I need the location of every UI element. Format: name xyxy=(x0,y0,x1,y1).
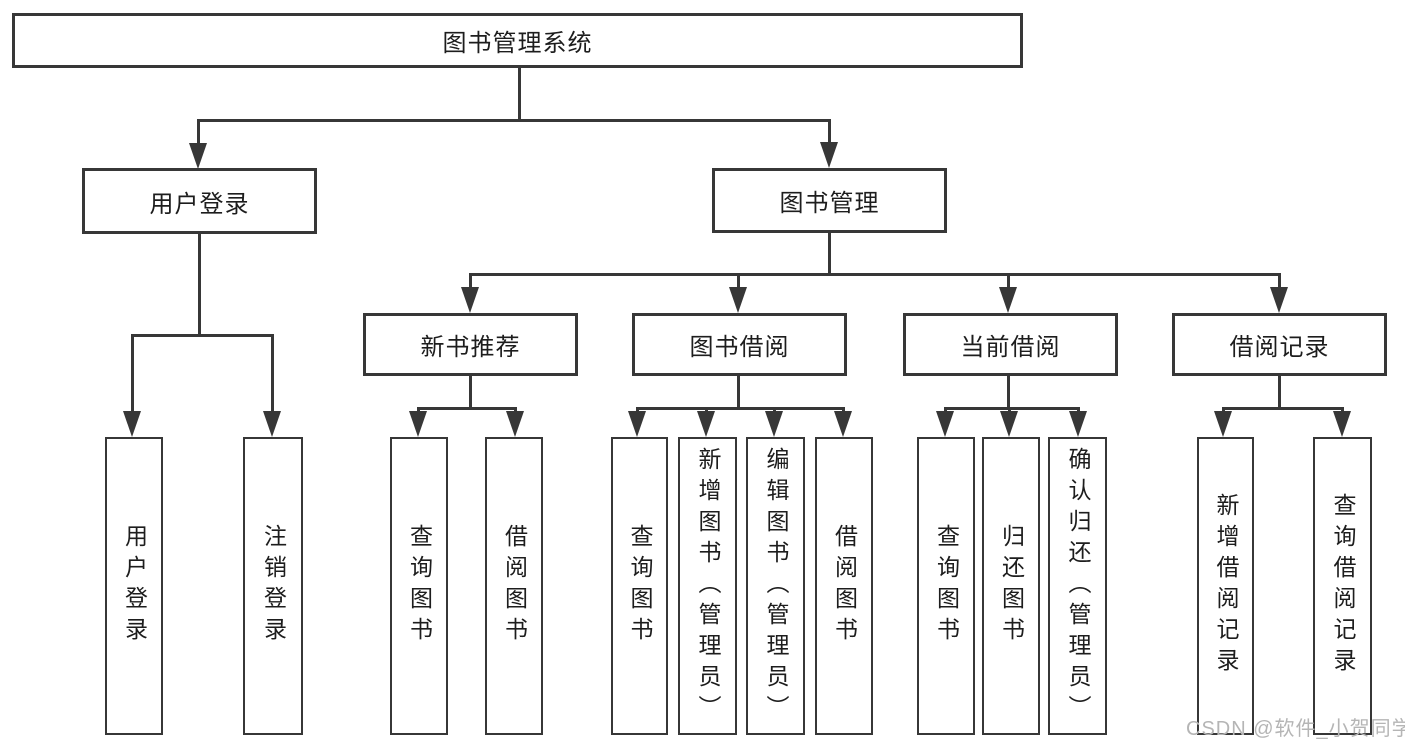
leaf-label: 借阅图书 xyxy=(831,524,858,648)
node-leaf-query-books-borrow: 查询图书 xyxy=(611,437,668,735)
arrow-down-icon xyxy=(263,411,281,437)
arrow-down-icon xyxy=(765,411,783,437)
leaf-label: 注销登录 xyxy=(260,524,287,648)
node-new-book-recommend-label: 新书推荐 xyxy=(420,334,521,361)
arrow-down-icon xyxy=(123,411,141,437)
connector-root-stub xyxy=(518,66,521,122)
connector-book-mgmt-stub xyxy=(828,231,831,275)
node-root-label: 图书管理系统 xyxy=(442,30,593,57)
leaf-label: 查询图书 xyxy=(933,524,960,648)
leaf-label: 新增借阅记录 xyxy=(1213,493,1239,679)
node-borrow-records-label: 借阅记录 xyxy=(1229,334,1330,361)
arrow-down-icon xyxy=(189,143,207,169)
leaf-label: 确认归还（管理员） xyxy=(1065,446,1091,726)
arrow-down-icon xyxy=(1270,287,1288,313)
leaf-label: 用户登录 xyxy=(121,524,148,648)
arrow-down-icon xyxy=(1069,411,1087,437)
leaf-label: 借阅图书 xyxy=(501,524,528,648)
leaf-label: 新增图书（管理员） xyxy=(695,446,721,726)
connector-level2-rail xyxy=(197,119,831,122)
leaf-label: 查询图书 xyxy=(627,524,653,648)
arrow-down-icon xyxy=(409,411,427,437)
connector-rail xyxy=(636,407,845,410)
node-root: 图书管理系统 xyxy=(12,13,1023,68)
connector-rail xyxy=(1222,407,1344,410)
node-borrow-records: 借阅记录 xyxy=(1172,313,1387,376)
node-leaf-query-books-recommend: 查询图书 xyxy=(390,437,448,735)
connector-drop xyxy=(1007,273,1010,291)
arrow-down-icon xyxy=(820,142,838,168)
node-leaf-query-borrow-record: 查询借阅记录 xyxy=(1313,437,1372,735)
watermark: CSDN @软件_小贺同学 xyxy=(1186,718,1405,740)
connector-drop xyxy=(469,273,472,291)
arrow-down-icon xyxy=(628,411,646,437)
connector-drop xyxy=(737,273,740,291)
node-user-login-label: 用户登录 xyxy=(149,190,250,218)
node-book-mgmt-label: 图书管理 xyxy=(779,190,880,217)
connector-user-login-stub xyxy=(198,232,201,336)
node-user-login: 用户登录 xyxy=(82,168,317,234)
arrow-down-icon xyxy=(461,287,479,313)
node-book-mgmt: 图书管理 xyxy=(712,168,947,233)
node-leaf-borrow-books: 借阅图书 xyxy=(815,437,873,735)
node-leaf-user-login-action: 用户登录 xyxy=(105,437,163,735)
arrow-down-icon xyxy=(1214,411,1232,437)
node-book-borrow-label: 图书借阅 xyxy=(689,334,790,361)
arrow-down-icon xyxy=(936,411,954,437)
leaf-label: 查询图书 xyxy=(406,524,433,648)
connector-drop xyxy=(131,334,134,414)
connector-stub xyxy=(1278,374,1281,410)
connector-drop xyxy=(1278,273,1281,291)
node-leaf-add-book-admin: 新增图书（管理员） xyxy=(678,437,737,735)
connector-stub xyxy=(737,374,740,410)
arrow-down-icon xyxy=(834,411,852,437)
connector-stub xyxy=(469,374,472,410)
leaf-label: 归还图书 xyxy=(998,524,1025,648)
node-leaf-query-books-current: 查询图书 xyxy=(917,437,975,735)
node-leaf-logout-action: 注销登录 xyxy=(243,437,303,735)
arrow-down-icon xyxy=(1333,411,1351,437)
node-current-borrow: 当前借阅 xyxy=(903,313,1118,376)
arrow-down-icon xyxy=(697,411,715,437)
node-new-book-recommend: 新书推荐 xyxy=(363,313,578,376)
leaf-label: 编辑图书（管理员） xyxy=(763,446,789,726)
node-leaf-confirm-return-admin: 确认归还（管理员） xyxy=(1048,437,1107,735)
node-current-borrow-label: 当前借阅 xyxy=(960,334,1061,361)
connector-drop xyxy=(271,334,274,414)
connector-stub xyxy=(1007,374,1010,410)
arrow-down-icon xyxy=(506,411,524,437)
connector-drop-book-mgmt xyxy=(828,119,831,147)
connector-rail xyxy=(944,407,1080,410)
node-leaf-edit-book-admin: 编辑图书（管理员） xyxy=(746,437,805,735)
arrow-down-icon xyxy=(1000,411,1018,437)
leaf-label: 查询借阅记录 xyxy=(1330,493,1356,679)
arrow-down-icon xyxy=(999,287,1017,313)
node-book-borrow: 图书借阅 xyxy=(632,313,847,376)
connector-drop-user-login xyxy=(197,119,200,151)
arrow-down-icon xyxy=(729,287,747,313)
connector-user-login-rail xyxy=(131,334,274,337)
node-leaf-add-borrow-record: 新增借阅记录 xyxy=(1197,437,1254,735)
node-leaf-borrow-books-recommend: 借阅图书 xyxy=(485,437,543,735)
node-leaf-return-book: 归还图书 xyxy=(982,437,1040,735)
connector-level3-rail xyxy=(469,273,1281,276)
connector-rail xyxy=(417,407,517,410)
